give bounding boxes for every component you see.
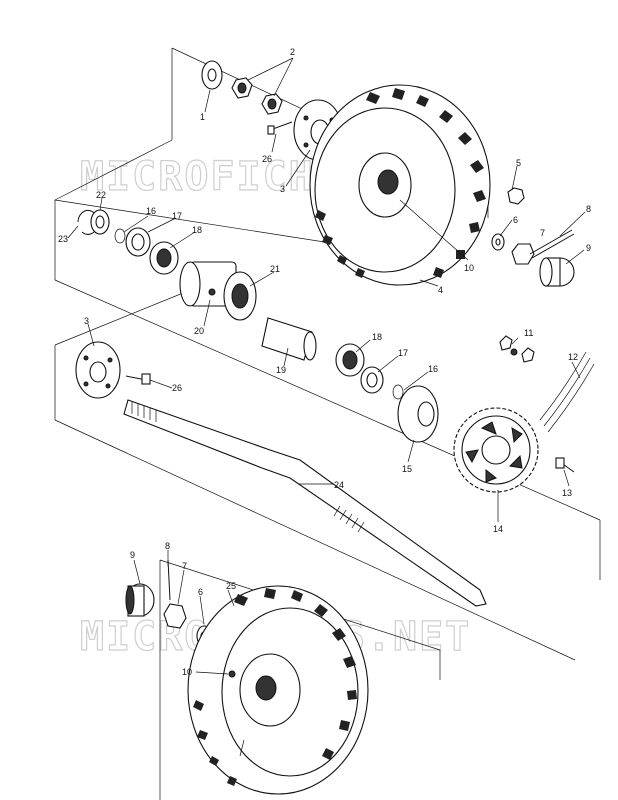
callout-8-top: 8 bbox=[586, 204, 591, 214]
o-ring-16-left bbox=[114, 228, 126, 244]
spacer-tube-19 bbox=[261, 317, 313, 361]
callout-8-bottom: 8 bbox=[165, 541, 170, 551]
callout-16-right: 16 bbox=[428, 364, 438, 374]
nut-5-top bbox=[507, 187, 525, 205]
callout-6-top: 6 bbox=[513, 215, 518, 225]
callout-25: 25 bbox=[226, 581, 236, 591]
callout-labels: 1 2 26 3 5 6 7 8 9 10 4 22 16 17 18 23 2… bbox=[58, 47, 591, 677]
callout-14: 14 bbox=[493, 524, 503, 534]
callout-26-left: 26 bbox=[172, 383, 182, 393]
callout-2: 2 bbox=[290, 47, 295, 57]
callout-21: 21 bbox=[270, 264, 280, 274]
callout-22: 22 bbox=[96, 190, 106, 200]
callout-7-bottom: 7 bbox=[182, 561, 187, 571]
axle-24 bbox=[123, 399, 487, 607]
callout-4: 4 bbox=[438, 285, 443, 295]
callout-23: 23 bbox=[58, 234, 68, 244]
callout-9-top: 9 bbox=[586, 243, 591, 253]
nut-set-11 bbox=[499, 335, 535, 363]
callout-13: 13 bbox=[562, 488, 572, 498]
callout-16-left: 16 bbox=[146, 206, 156, 216]
assembly-frame-lines bbox=[54, 47, 601, 800]
bearing-carrier-group bbox=[77, 209, 404, 400]
callout-15: 15 bbox=[402, 464, 412, 474]
callout-24: 24 bbox=[334, 480, 344, 490]
callout-20: 20 bbox=[194, 326, 204, 336]
callout-11: 11 bbox=[524, 328, 533, 338]
callout-9-bottom: 9 bbox=[130, 550, 135, 560]
chain-12 bbox=[539, 351, 595, 433]
wheel-nut-10-bottom bbox=[228, 670, 236, 678]
callout-26-top: 26 bbox=[262, 154, 272, 164]
castle-nut-7-bottom bbox=[163, 603, 187, 629]
callout-10-top: 10 bbox=[464, 263, 474, 273]
leader-lines bbox=[67, 57, 586, 757]
callout-6-bottom: 6 bbox=[198, 587, 203, 597]
callout-17-left: 17 bbox=[172, 211, 182, 221]
callout-7-top: 7 bbox=[540, 228, 545, 238]
callout-3-left: 3 bbox=[84, 316, 89, 326]
cotter-pin-8-bottom bbox=[167, 559, 171, 601]
o-ring-16-right bbox=[392, 384, 404, 400]
cotter-pin-8-top bbox=[529, 229, 575, 259]
bottom-wheel-assembly bbox=[125, 559, 369, 795]
callout-5: 5 bbox=[516, 158, 521, 168]
castle-nut-7-top bbox=[511, 243, 535, 265]
top-wheel-assembly bbox=[201, 60, 575, 287]
callout-19: 19 bbox=[276, 365, 286, 375]
callout-18-left: 18 bbox=[192, 225, 202, 235]
grease-fitting-20 bbox=[208, 288, 216, 296]
callout-3-top: 3 bbox=[280, 184, 285, 194]
axle-sprocket-group bbox=[75, 335, 595, 607]
callout-1: 1 bbox=[200, 112, 205, 122]
callout-12: 12 bbox=[568, 352, 578, 362]
callout-17-right: 17 bbox=[398, 348, 408, 358]
callout-10-bottom: 10 bbox=[182, 667, 192, 677]
callout-18-right: 18 bbox=[372, 332, 382, 342]
